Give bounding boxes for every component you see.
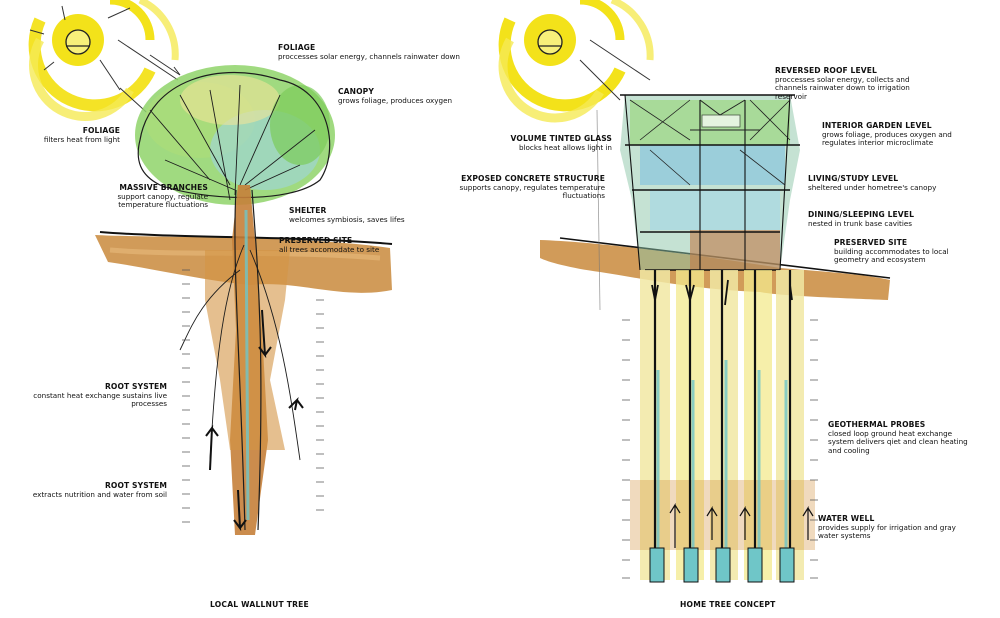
label-title: INTERIOR GARDEN LEVEL <box>822 121 932 130</box>
label-desc: blocks heat allows light in <box>518 142 612 152</box>
label-root-system-nutrition: ROOT SYSTEM extracts nutrition and water… <box>20 481 167 499</box>
label-desc: supports canopy, regulates temperature f… <box>459 182 605 201</box>
caption-local-wallnut-tree: LOCAL WALLNUT TREE <box>210 600 309 609</box>
label-desc: all trees accomodate to site <box>279 244 380 254</box>
label-title: GEOTHERMAL PROBES <box>828 420 926 429</box>
label-desc: closed loop ground heat exchange system … <box>828 428 968 455</box>
geothermal-probes <box>630 270 815 583</box>
label-title: LIVING/STUDY LEVEL <box>808 174 899 183</box>
label-desc: welcomes symbiosis, saves lifes <box>289 214 405 224</box>
label-foliage-top: FOLIAGE proccesses solar energy, channel… <box>278 43 478 61</box>
label-title: PRESERVED SITE <box>279 236 353 245</box>
right-depth-ticks <box>622 319 818 579</box>
right-sun-icon <box>498 0 654 123</box>
label-water-well: WATER WELL provides supply for irrigatio… <box>818 514 968 541</box>
label-title: DINING/SLEEPING LEVEL <box>808 210 915 219</box>
label-interior-garden-level: INTERIOR GARDEN LEVEL grows foliage, pro… <box>822 121 972 148</box>
label-exposed-concrete-structure: EXPOSED CONCRETE STRUCTURE supports cano… <box>455 174 605 201</box>
label-dining-sleeping-level: DINING/SLEEPING LEVEL nested in trunk ba… <box>808 210 968 228</box>
label-desc: proccesses solar energy, collects and ch… <box>775 74 910 101</box>
label-title: EXPOSED CONCRETE STRUCTURE <box>461 174 605 183</box>
tree-trunk-and-roots <box>179 185 304 535</box>
label-desc: provides supply for irrigation and gray … <box>818 522 956 541</box>
label-desc: building accommodates to local geometry … <box>834 246 949 265</box>
label-geothermal-probes: GEOTHERMAL PROBES closed loop ground hea… <box>828 420 978 455</box>
label-desc: extracts nutrition and water from soil <box>32 489 167 499</box>
label-massive-branches: MASSIVE BRANCHES support canopy, regulat… <box>90 183 208 210</box>
label-foliage-side: FOLIAGE filters heat from light <box>20 126 120 144</box>
home-tree-building <box>596 94 800 311</box>
label-desc: constant heat exchange sustains live pro… <box>33 390 167 409</box>
label-root-system-heat: ROOT SYSTEM constant heat exchange susta… <box>25 382 167 409</box>
label-reversed-roof-level: REVERSED ROOF LEVEL proccesses solar ene… <box>775 66 935 101</box>
label-desc: proccesses solar energy, channels rainwa… <box>278 51 460 61</box>
label-desc: grows foliage, produces oxygen <box>338 95 453 105</box>
label-desc: support canopy, regulate temperature flu… <box>117 191 208 210</box>
caption-home-tree-concept: HOME TREE CONCEPT <box>680 600 776 609</box>
label-desc: grows foliage, produces oxygen and regul… <box>822 129 952 148</box>
label-desc: sheltered under hometree's canopy <box>808 182 937 192</box>
left-depth-ticks <box>182 269 324 523</box>
label-preserved-site-left: PRESERVED SITE all trees accomodate to s… <box>279 236 419 254</box>
tree-canopy <box>135 65 335 205</box>
label-title: FOLIAGE <box>82 126 120 135</box>
label-preserved-site-right: PRESERVED SITE building accommodates to … <box>834 238 984 265</box>
label-living-study-level: LIVING/STUDY LEVEL sheltered under homet… <box>808 174 968 192</box>
label-title: ROOT SYSTEM <box>104 481 167 490</box>
label-title: MASSIVE BRANCHES <box>119 183 208 192</box>
label-title: VOLUME TINTED GLASS <box>510 134 612 143</box>
label-title: SHELTER <box>289 206 327 215</box>
label-desc: nested in trunk base cavities <box>808 218 912 228</box>
label-title: FOLIAGE <box>278 43 316 52</box>
label-title: WATER WELL <box>818 514 875 523</box>
label-volume-tinted-glass: VOLUME TINTED GLASS blocks heat allows l… <box>480 134 612 152</box>
label-title: ROOT SYSTEM <box>104 382 167 391</box>
left-sun-icon <box>28 0 181 121</box>
label-shelter: SHELTER welcomes symbiosis, saves lifes <box>289 206 439 224</box>
label-canopy: CANOPY grows foliage, produces oxygen <box>338 87 478 105</box>
label-title: PRESERVED SITE <box>834 238 908 247</box>
label-title: REVERSED ROOF LEVEL <box>775 66 877 75</box>
label-title: CANOPY <box>338 87 374 96</box>
label-desc: filters heat from light <box>43 134 120 144</box>
